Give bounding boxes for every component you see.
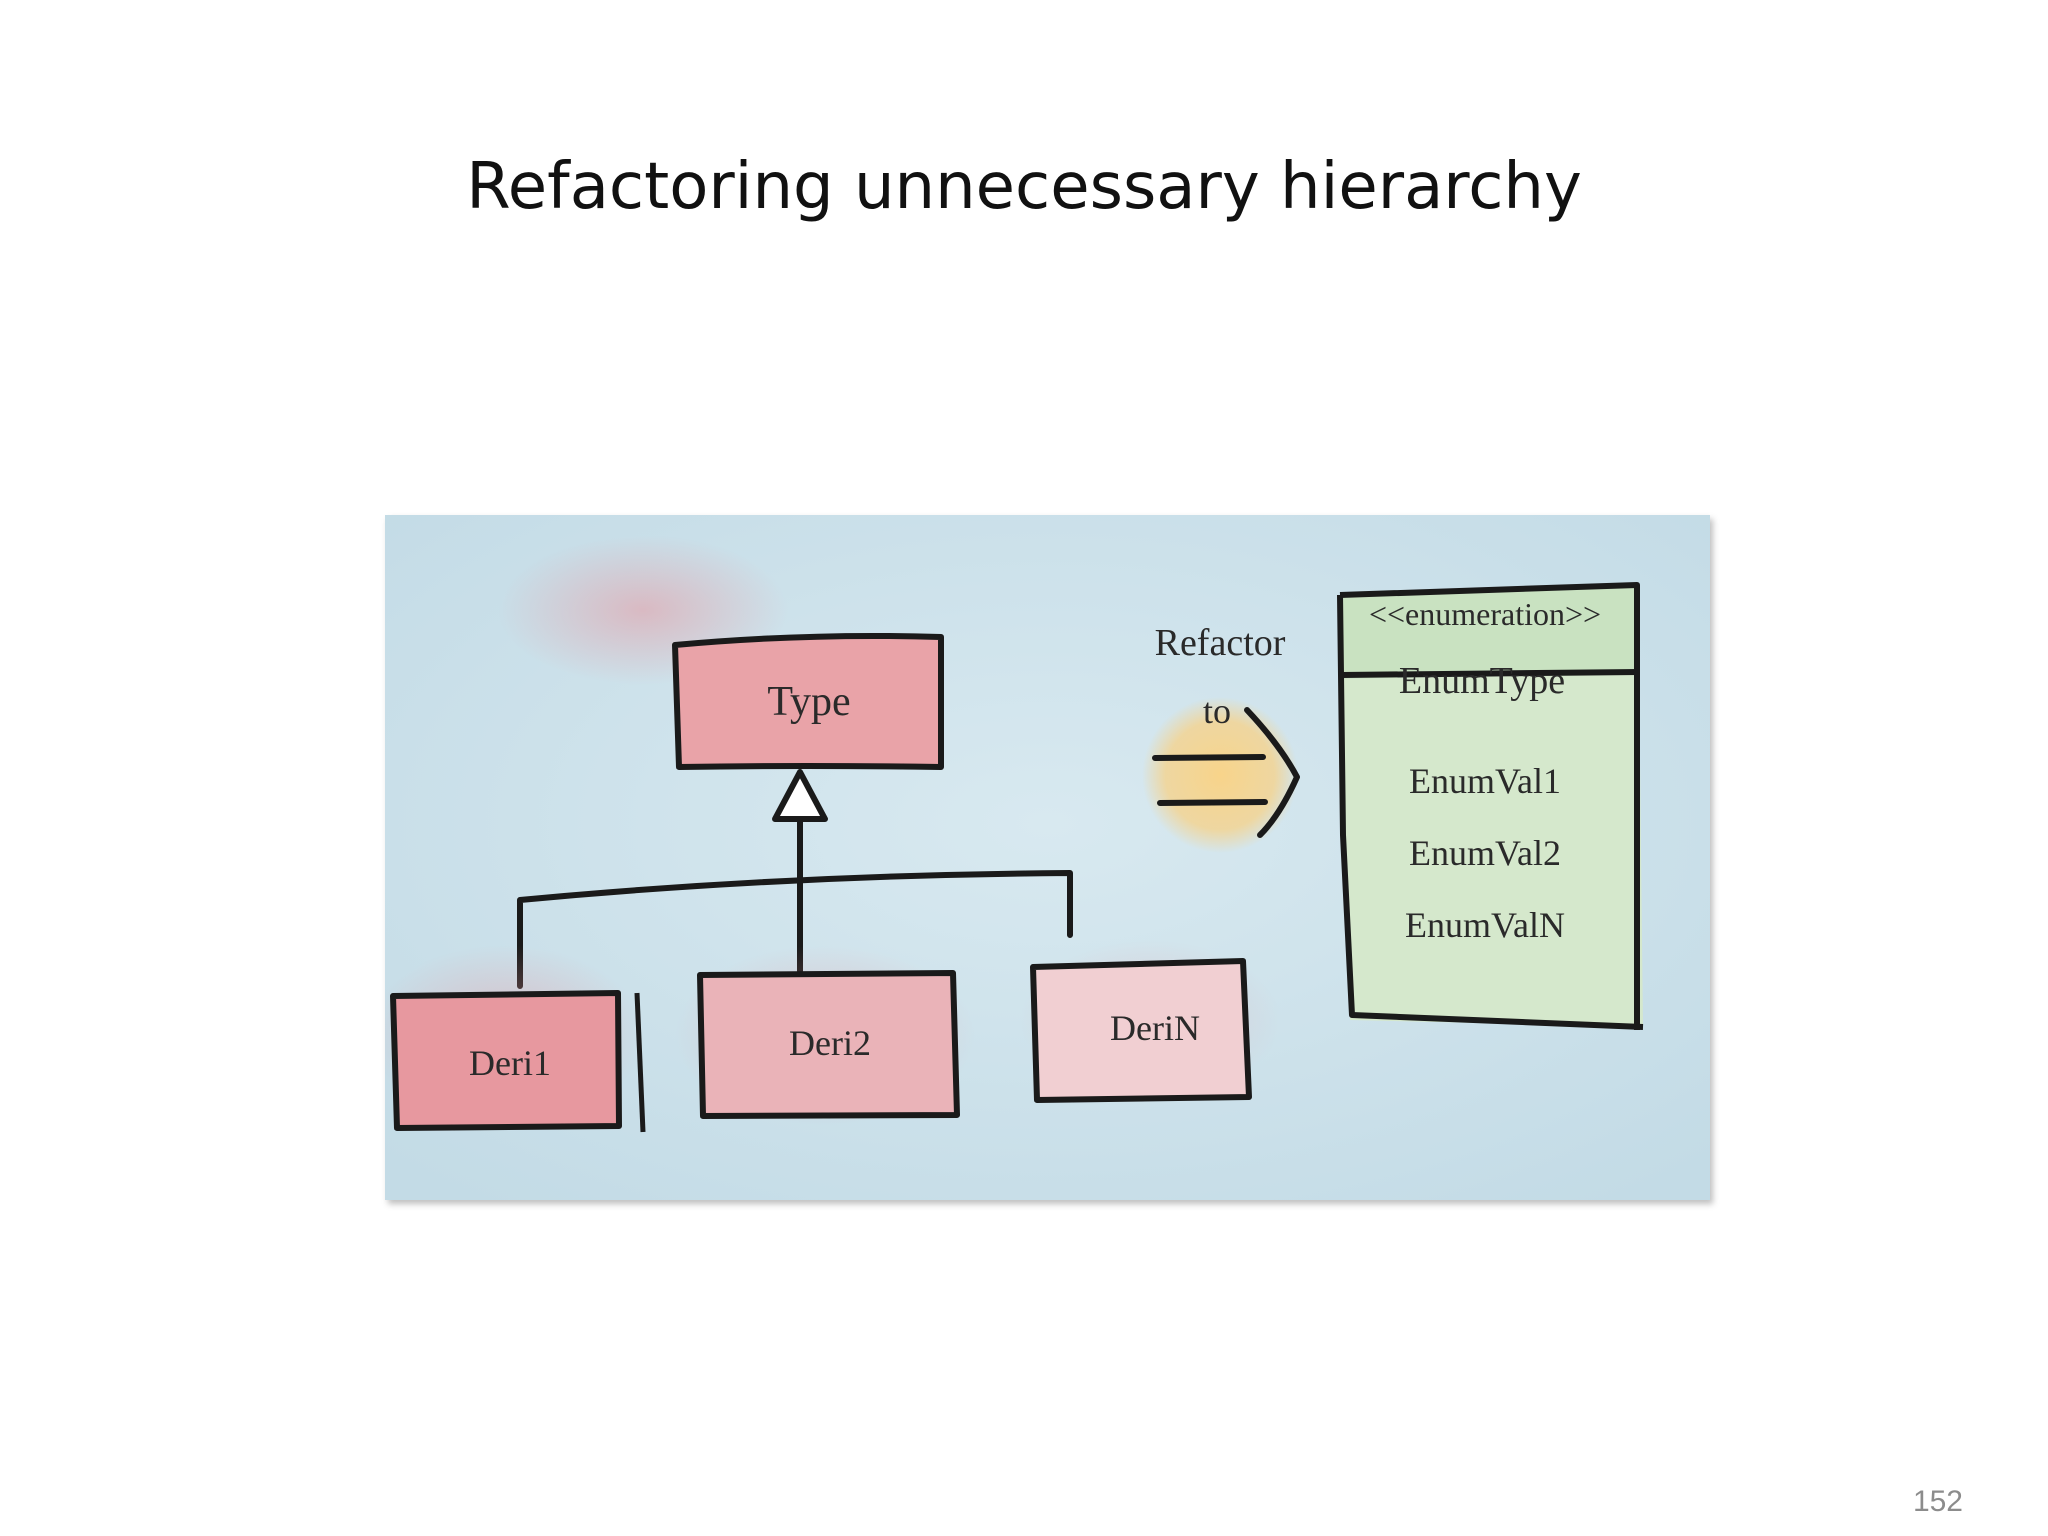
derived-class-1-label: Deri1 (469, 1043, 551, 1083)
derived-class-2-label: Deri2 (789, 1023, 871, 1063)
slide-title: Refactoring unnecessary hierarchy (0, 150, 2048, 224)
enum-value-2: EnumVal2 (1409, 833, 1561, 873)
derived-class-1-box: Deri1 (385, 945, 645, 1132)
enum-value-1: EnumVal1 (1409, 761, 1561, 801)
refactor-label-line1: Refactor (1155, 622, 1286, 664)
page-number: 152 (1913, 1485, 1963, 1519)
derived-class-2-box: Deri2 (675, 945, 975, 1125)
derived-class-n-label: DeriN (1110, 1008, 1200, 1048)
refactoring-diagram: Type Deri1 Deri2 DeriN Refact (385, 515, 1710, 1200)
enum-stereotype: <<enumeration>> (1369, 596, 1601, 632)
derived-class-n-box: DeriN (1020, 940, 1280, 1100)
enum-name: EnumType (1399, 660, 1565, 702)
refactor-arrow: Refactor to (1142, 622, 1298, 853)
base-class-label: Type (767, 679, 850, 725)
refactor-label-line2: to (1203, 691, 1231, 731)
enum-value-n: EnumValN (1405, 905, 1565, 945)
enum-box: <<enumeration>> EnumType EnumVal1 EnumVa… (1340, 583, 1643, 1030)
